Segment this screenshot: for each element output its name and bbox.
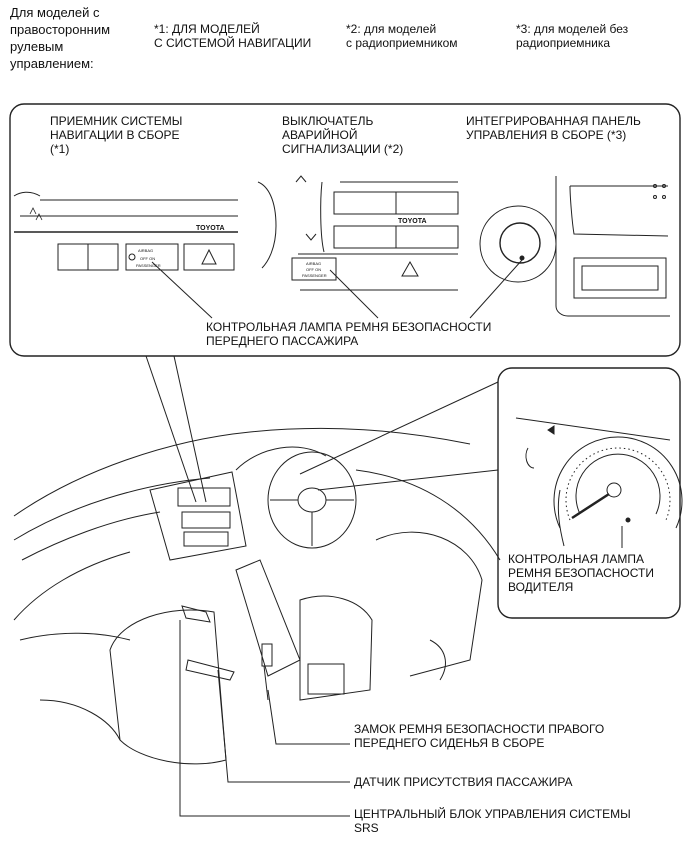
leader-srs-ecu [179, 620, 350, 817]
leader-inset-2 [173, 355, 207, 503]
cluster-frame [497, 367, 681, 619]
srs-ecu-label: ЦЕНТРАЛЬНЫЙ БЛОК УПРАВЛЕНИЯ СИСТЕМЫ SRS [354, 807, 631, 835]
occupant-sensor-label: ДАТЧИК ПРИСУТСТВИЯ ПАССАЖИРА [354, 775, 573, 789]
radio-panel [257, 175, 459, 291]
passenger-label-2: PASSENGER [302, 273, 327, 278]
note-navigation: *1: ДЛЯ МОДЕЛЕЙ С СИСТЕМОЙ НАВИГАЦИИ [154, 22, 312, 50]
nav-receiver-panel [13, 191, 238, 271]
leader-inset-1 [145, 355, 197, 503]
passenger-label-1: PASSENGER [136, 263, 161, 268]
brand-label-1: TOYOTA [196, 225, 225, 232]
brand-label-2: TOYOTA [398, 218, 427, 225]
leader-lamp-radio [329, 269, 379, 319]
off-on-label-1: OFF ON [140, 256, 155, 261]
passenger-belt-lamp-label: КОНТРОЛЬНАЯ ЛАМПА РЕМНЯ БЕЗОПАСНОСТИ ПЕР… [206, 320, 492, 348]
leader-lamp-panel [469, 259, 523, 319]
airbag-label-1: AIRBAG [138, 248, 153, 253]
leader-lamp-nav [151, 261, 213, 319]
leader-buckle [267, 689, 350, 745]
note-no-radio: *3: для моделей без радиоприемника [516, 22, 629, 50]
nav-receiver-label: ПРИЕМНИК СИСТЕМЫ НАВИГАЦИИ В СБОРЕ (*1) [50, 114, 183, 156]
integrated-panel-label: ИНТЕГРИРОВАННАЯ ПАНЕЛЬ УПРАВЛЕНИЯ В СБОР… [466, 114, 641, 142]
rhd-models-title: Для моделей с правосторонним рулевым упр… [10, 5, 111, 71]
airbag-label-2: AIRBAG [306, 261, 321, 266]
integrated-control-panel [479, 176, 670, 317]
driver-belt-lamp-label: КОНТРОЛЬНАЯ ЛАМПА РЕМНЯ БЕЗОПАСНОСТИ ВОД… [508, 552, 654, 594]
cluster-drawing [515, 417, 683, 548]
car-interior [13, 427, 501, 765]
hazard-switch-label: ВЫКЛЮЧАТЕЛЬ АВАРИЙНОЙ СИГНАЛИЗАЦИИ (*2) [282, 114, 404, 156]
inset-frame [9, 103, 681, 357]
leader-cluster-1 [299, 381, 499, 475]
leader-occupant-sensor [217, 669, 350, 783]
seat-belt-buckle-label: ЗАМОК РЕМНЯ БЕЗОПАСНОСТИ ПРАВОГО ПЕРЕДНЕ… [354, 722, 605, 750]
off-on-label-2: OFF ON [306, 267, 321, 272]
note-radio: *2: для моделей с радиоприемником [346, 22, 458, 50]
leader-cluster-2 [317, 469, 499, 491]
